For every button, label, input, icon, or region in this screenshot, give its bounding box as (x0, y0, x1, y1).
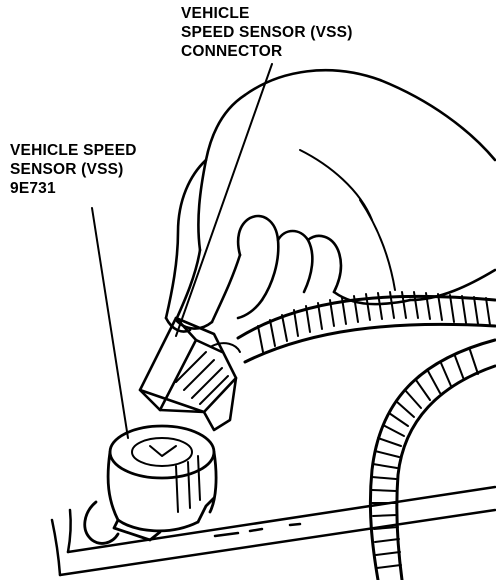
callout-line: 9E731 (10, 180, 56, 197)
technician-hand (164, 68, 496, 333)
callout-line: VEHICLE (181, 5, 250, 22)
wiring-harness (236, 291, 496, 582)
callout-line: SPEED SENSOR (VSS) (181, 24, 353, 41)
callout-line: SENSOR (VSS) (10, 161, 124, 178)
vss-connector (138, 316, 241, 432)
leader-lines (91, 63, 273, 439)
housing-panel (50, 485, 496, 577)
callout-vss-connector: VEHICLE SPEED SENSOR (VSS) CONNECTOR (181, 4, 353, 61)
callout-line: CONNECTOR (181, 43, 283, 60)
vss-sensor (83, 424, 218, 545)
callout-line: VEHICLE SPEED (10, 142, 137, 159)
callout-vss-sensor: VEHICLE SPEED SENSOR (VSS) 9E731 (10, 141, 137, 198)
